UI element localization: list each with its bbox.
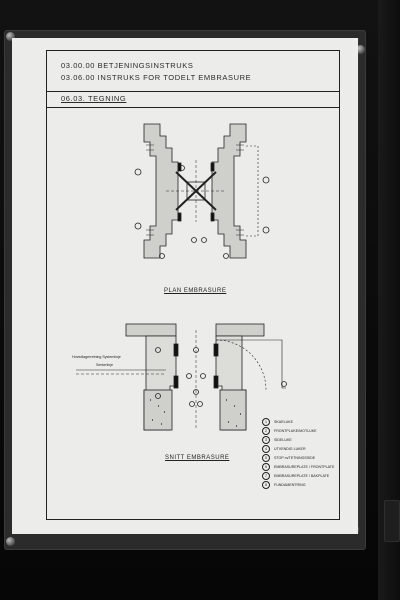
legend-item: 5 STOP m/TETNINGSSIDE bbox=[262, 454, 315, 462]
legend-item: 2 FRONTPLUKE/MOTLUKE bbox=[262, 427, 317, 435]
plan-caption: PLAN EMBRASURE bbox=[164, 288, 227, 294]
legend-item: 4 UTVENDIG LUKER bbox=[262, 445, 306, 453]
plan-embrasure-drawing bbox=[134, 123, 270, 259]
header-divider bbox=[47, 91, 339, 92]
legend-item: 8 FUNDAMENTRING bbox=[262, 481, 306, 489]
screw-bottom-left bbox=[6, 537, 15, 546]
section-title: 06.03. TEGNING bbox=[61, 94, 127, 103]
section-divider bbox=[47, 107, 339, 108]
wall-edge bbox=[378, 0, 400, 600]
section-embrasure-drawing bbox=[76, 323, 287, 431]
legend-item: 1 SKAELUKE bbox=[262, 418, 293, 426]
legend-item: 6 EMBRASUREPLATE / FRONTPLATE bbox=[262, 463, 334, 471]
side-fixture bbox=[384, 500, 400, 542]
instruction-sheet bbox=[12, 38, 358, 534]
section-caption: SNITT EMBRASURE bbox=[165, 455, 230, 461]
glass-reflection bbox=[350, 38, 360, 534]
system-line-label: Hovedlagerretning Systemlinje bbox=[72, 355, 121, 359]
screw-top-left bbox=[6, 32, 15, 41]
legend-item: 7 EMBRASUREPLATE / BAKPLATE bbox=[262, 472, 329, 480]
center-line-label: Senterlinje bbox=[96, 363, 113, 367]
header-line-1: 03.00.00 BETJENINGSINSTRUKS bbox=[61, 61, 194, 70]
legend-item: 3 SIDELUKE bbox=[262, 436, 292, 444]
header-line-2: 03.06.00 INSTRUKS FOR TODELT EMBRASURE bbox=[61, 73, 252, 82]
drawing-border: 03.00.00 BETJENINGSINSTRUKS 03.06.00 INS… bbox=[46, 50, 340, 520]
technical-drawing bbox=[76, 123, 287, 431]
screw-top-right bbox=[356, 45, 365, 54]
